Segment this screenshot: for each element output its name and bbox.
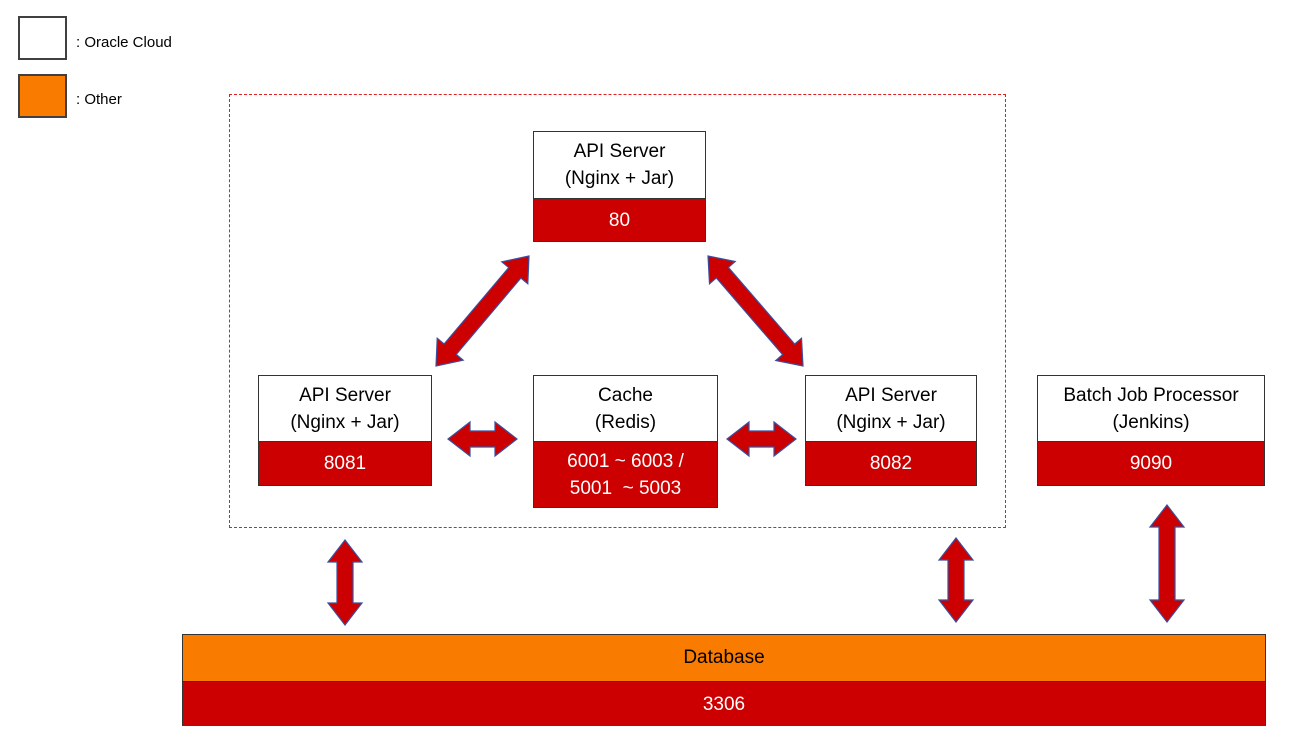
cache-node: Cache (Redis) 6001 ~ 6003 / 5001 ~ 5003 [533,375,718,508]
batch-job-processor-port: 9090 [1038,441,1264,485]
node-title: Database [683,647,765,668]
port-value: 8082 [869,453,913,474]
node-title: API Server [573,141,666,162]
node-title: API Server [299,384,391,406]
arrow-cache-to-api-right [726,420,797,458]
arrow-api-right-to-database [937,537,975,623]
api-server-top-port: 80 [534,198,705,241]
arrow-api-left-to-database [326,539,364,626]
arrow-api-left-to-cache [447,420,518,458]
legend-swatch-oracle-cloud [18,16,67,60]
port-value-line2: 5001 ~ 5003 [569,477,682,499]
port-value: 80 [608,209,631,231]
port-value: 9090 [1129,453,1173,474]
node-title: Batch Job Processor [1063,384,1239,406]
api-server-right-header: API Server (Nginx + Jar) [806,376,976,441]
cache-port: 6001 ~ 6003 / 5001 ~ 5003 [534,441,717,507]
port-value: 8081 [323,453,367,474]
arrow-api-top-to-api-left [435,255,530,367]
batch-job-processor-header: Batch Job Processor (Jenkins) [1038,376,1264,441]
node-subtitle: (Nginx + Jar) [290,411,400,433]
node-title: Cache [598,384,653,406]
api-server-top-header: API Server (Nginx + Jar) [534,132,705,198]
legend-swatch-other [18,74,67,118]
api-server-left-port: 8081 [259,441,431,485]
node-subtitle: (Redis) [594,411,657,433]
api-server-right-node: API Server (Nginx + Jar) 8082 [805,375,977,486]
api-server-top-node: API Server (Nginx + Jar) 80 [533,131,706,242]
api-server-left-node: API Server (Nginx + Jar) 8081 [258,375,432,486]
database-header: Database [183,635,1265,681]
port-value: 3306 [702,693,746,715]
port-value-line1: 6001 ~ 6003 / [567,450,684,472]
arrow-api-top-to-api-right [707,255,804,367]
legend-label-oracle-cloud: : Oracle Cloud [76,34,172,51]
node-title: API Server [845,384,937,406]
arrow-batch-to-database [1148,504,1186,623]
cache-header: Cache (Redis) [534,376,717,441]
api-server-left-header: API Server (Nginx + Jar) [259,376,431,441]
api-server-right-port: 8082 [806,441,976,485]
database-port: 3306 [183,681,1265,726]
node-subtitle: (Jenkins) [1112,411,1190,433]
database-node: Database 3306 [182,634,1266,726]
api-cluster-boundary [229,94,1006,528]
batch-job-processor-node: Batch Job Processor (Jenkins) 9090 [1037,375,1265,486]
legend-label-other: : Other [76,91,122,108]
node-subtitle: (Nginx + Jar) [836,411,946,433]
node-subtitle: (Nginx + Jar) [564,168,675,189]
